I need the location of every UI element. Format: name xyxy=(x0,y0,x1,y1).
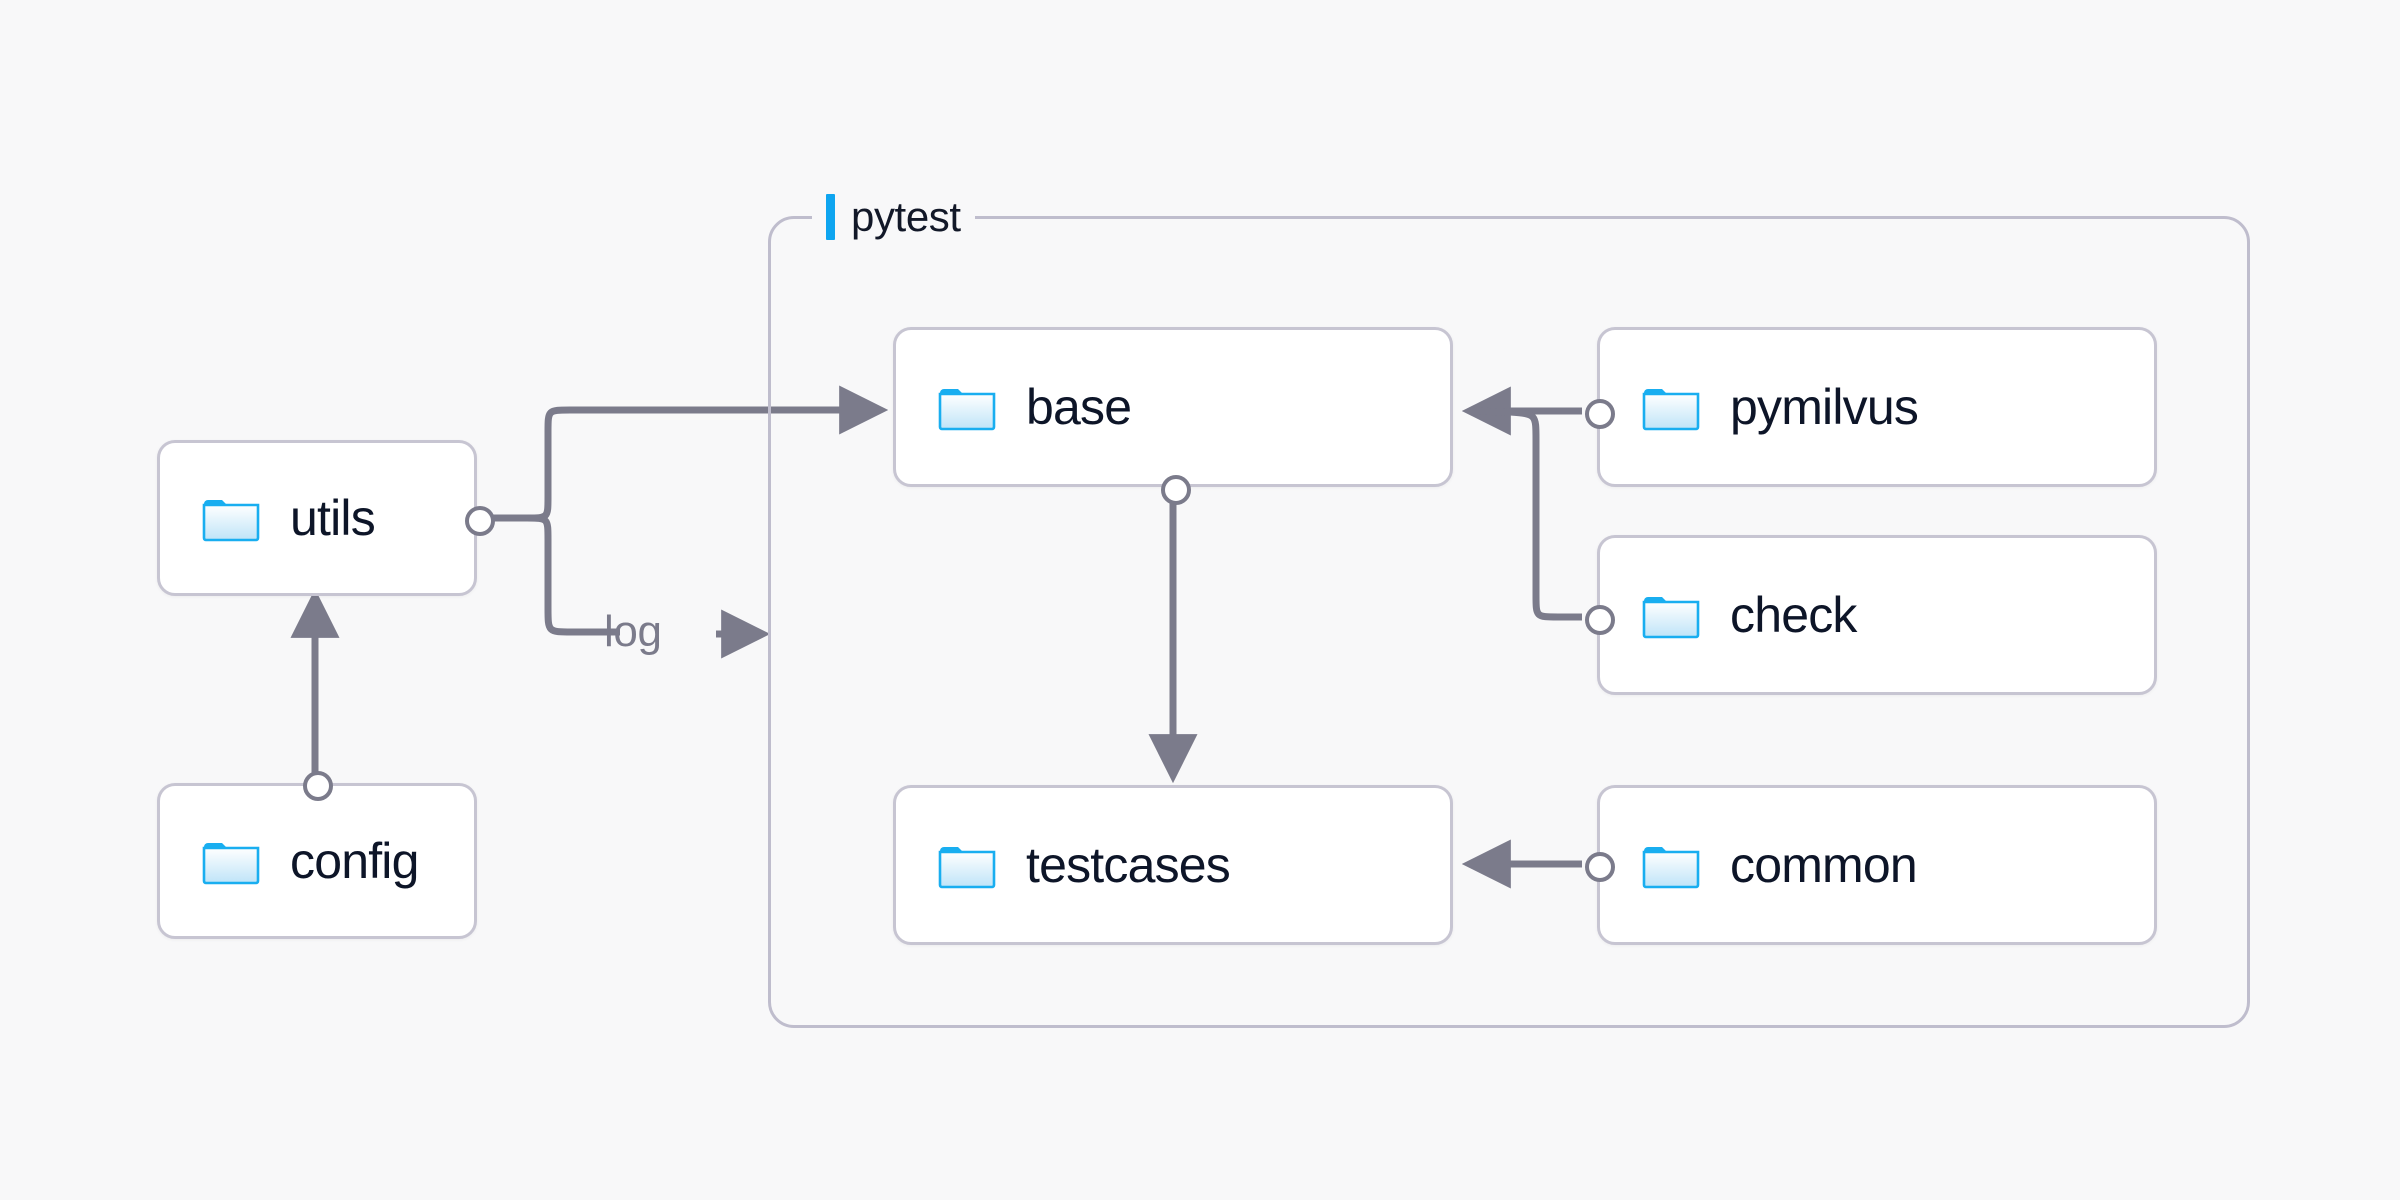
group-pytest-label: pytest xyxy=(812,188,975,246)
handle-base-bottom[interactable] xyxy=(1161,475,1191,505)
group-pytest[interactable] xyxy=(768,216,2250,1028)
folder-icon xyxy=(202,500,260,542)
folder-icon xyxy=(1642,597,1700,639)
node-config-label: config xyxy=(290,833,419,889)
handle-check-left[interactable] xyxy=(1585,605,1615,635)
handle-config-top[interactable] xyxy=(303,771,333,801)
node-testcases-label: testcases xyxy=(1026,837,1231,893)
node-testcases[interactable]: testcases xyxy=(893,785,1453,945)
folder-icon xyxy=(1642,389,1700,431)
node-check-label: check xyxy=(1730,587,1857,643)
node-config[interactable]: config xyxy=(157,771,477,939)
node-common-label: common xyxy=(1730,837,1918,893)
node-common[interactable]: common xyxy=(1585,785,2157,945)
group-pytest-label-text: pytest xyxy=(851,193,961,240)
node-pymilvus-label: pymilvus xyxy=(1730,379,1919,435)
node-base-label: base xyxy=(1026,379,1132,435)
node-check[interactable]: check xyxy=(1585,535,2157,695)
edge-label-log: log xyxy=(604,607,662,656)
node-utils[interactable]: utils xyxy=(157,440,495,596)
handle-utils-right[interactable] xyxy=(465,506,495,536)
node-base[interactable]: base xyxy=(893,327,1453,505)
node-utils-label: utils xyxy=(290,490,376,546)
handle-pymilvus-left[interactable] xyxy=(1585,399,1615,429)
group-accent-bar xyxy=(826,194,835,240)
folder-icon xyxy=(938,389,996,431)
handle-common-left[interactable] xyxy=(1585,852,1615,882)
folder-icon xyxy=(202,843,260,885)
folder-icon xyxy=(1642,847,1700,889)
node-pymilvus[interactable]: pymilvus xyxy=(1585,327,2157,487)
folder-icon xyxy=(938,847,996,889)
